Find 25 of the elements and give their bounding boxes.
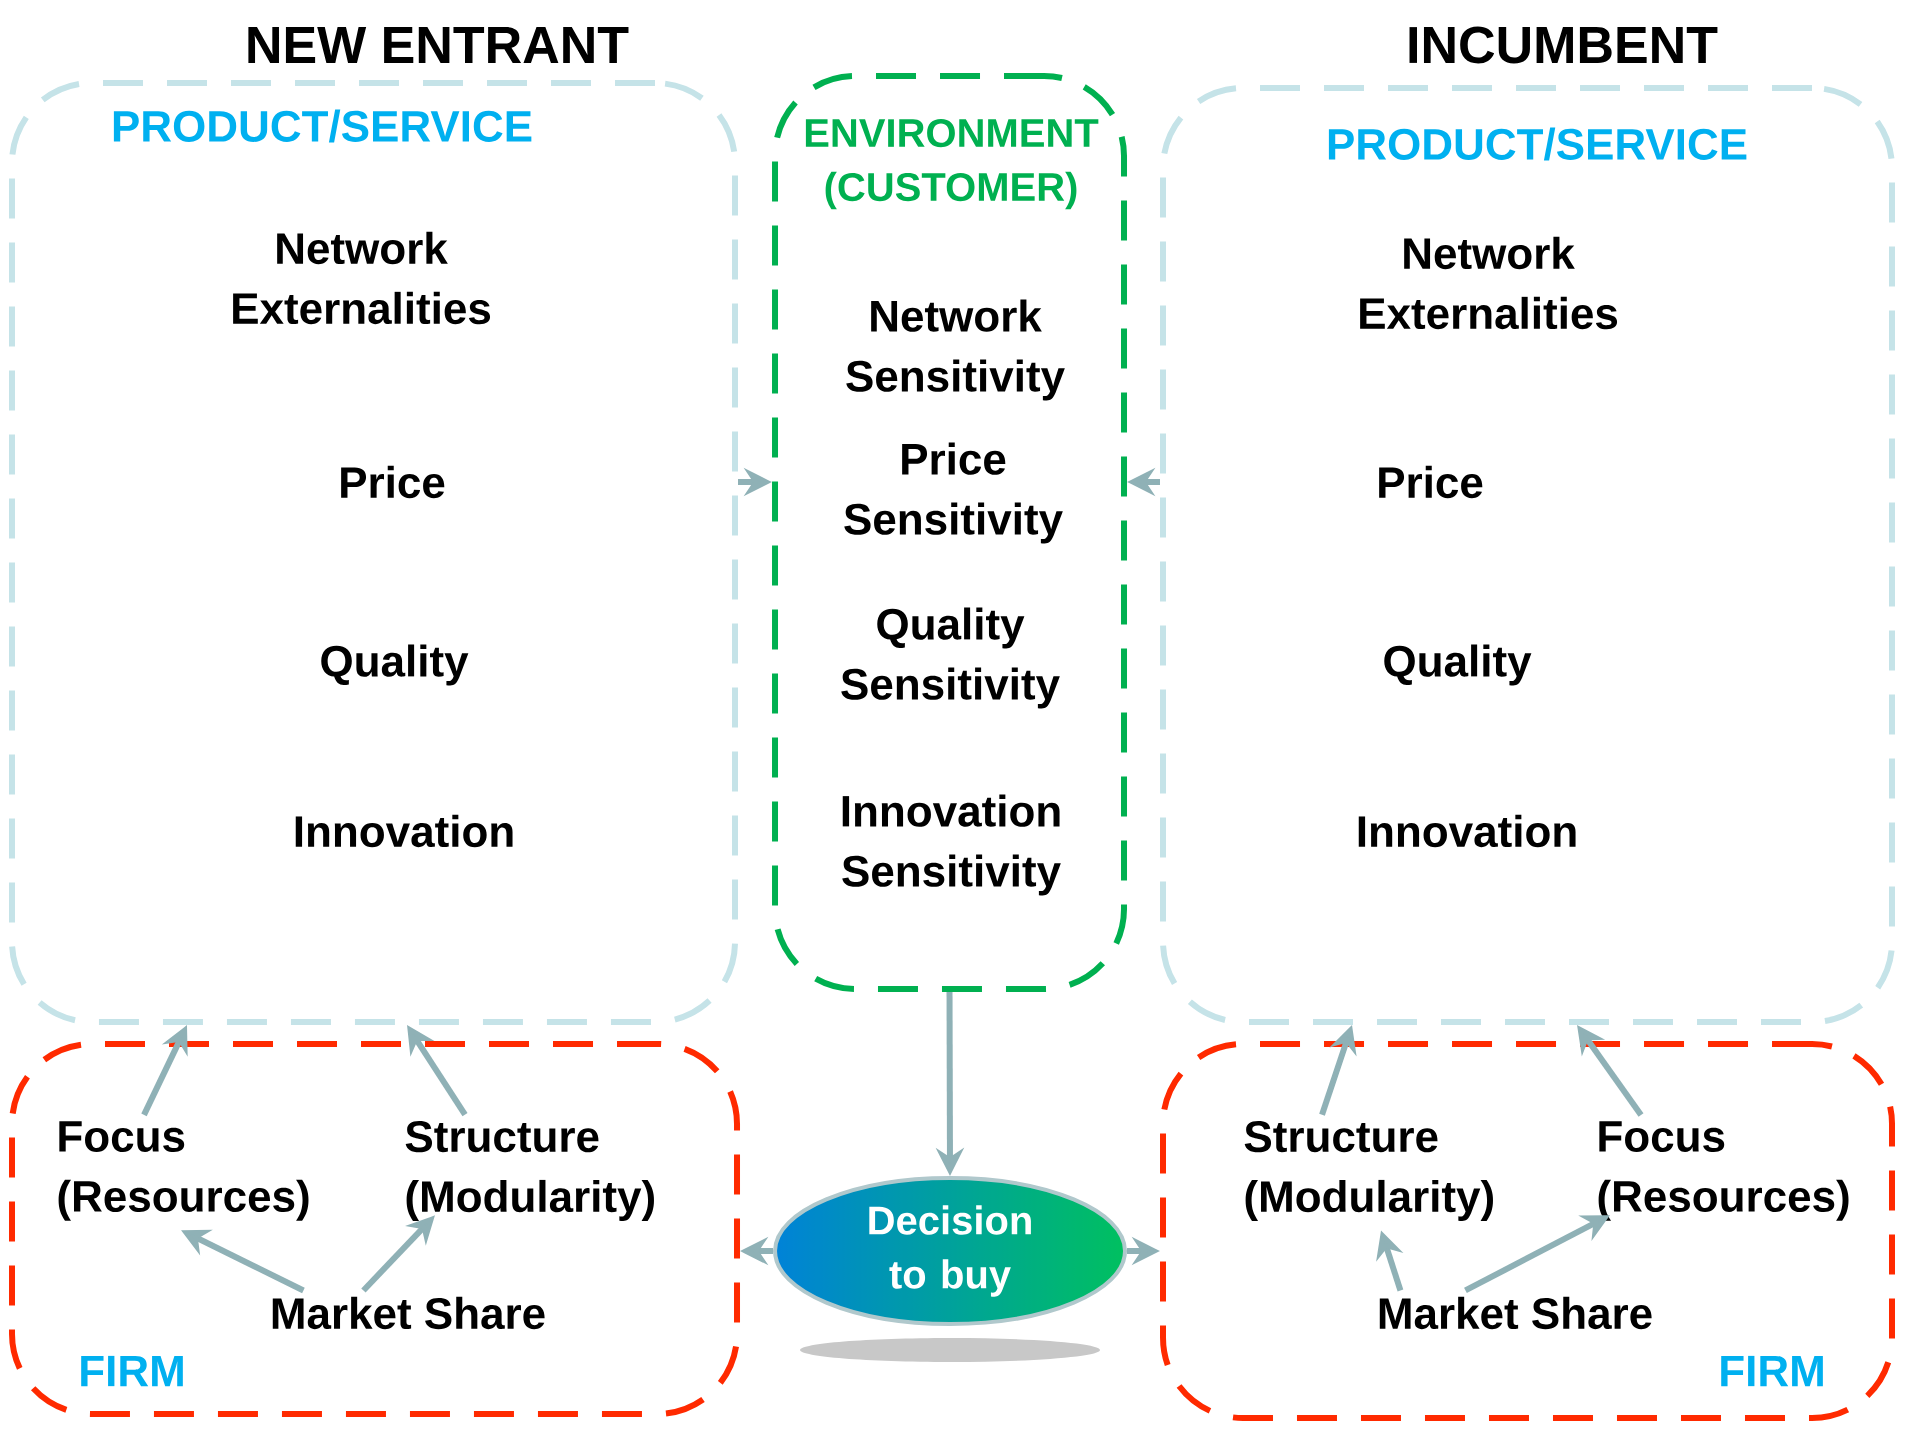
column-heading: NEW ENTRANT xyxy=(248,27,629,63)
box-heading: PRODUCT/SERVICE xyxy=(1328,127,1747,161)
item-text: Price Sensitivity xyxy=(844,442,1063,544)
item-text: Innovation xyxy=(1358,814,1576,848)
item-text: Focus (Resources) xyxy=(1598,1121,1849,1221)
item-text: Price xyxy=(341,465,445,499)
item-text: Price xyxy=(1379,465,1483,499)
item-text: Quality xyxy=(1384,644,1532,686)
box-heading: ENVIRONMENT (CUSTOMER) xyxy=(805,118,1099,210)
item-text: Network Sensitivity xyxy=(846,299,1065,401)
item-text: Innovation xyxy=(295,814,513,848)
item-text: Structure (Modularity) xyxy=(405,1121,654,1221)
item-text: Structure (Modularity) xyxy=(1244,1121,1493,1221)
box-heading: FIRM xyxy=(1721,1355,1823,1387)
item-text: Innovation Sensitivity xyxy=(842,794,1061,896)
item-text: Focus (Resources) xyxy=(58,1121,309,1221)
item-text: Network Externalities xyxy=(233,231,491,325)
item-text: Network Externalities xyxy=(1360,236,1618,330)
item-text: Quality Sensitivity xyxy=(841,607,1060,709)
item-text: Quality xyxy=(321,644,469,686)
box-heading: PRODUCT/SERVICE xyxy=(113,109,532,143)
column-heading: INCUMBENT xyxy=(1409,26,1718,64)
item-text: Market Share xyxy=(272,1296,545,1330)
box-heading: FIRM xyxy=(81,1355,183,1387)
item-text: Market Share xyxy=(1379,1296,1652,1330)
